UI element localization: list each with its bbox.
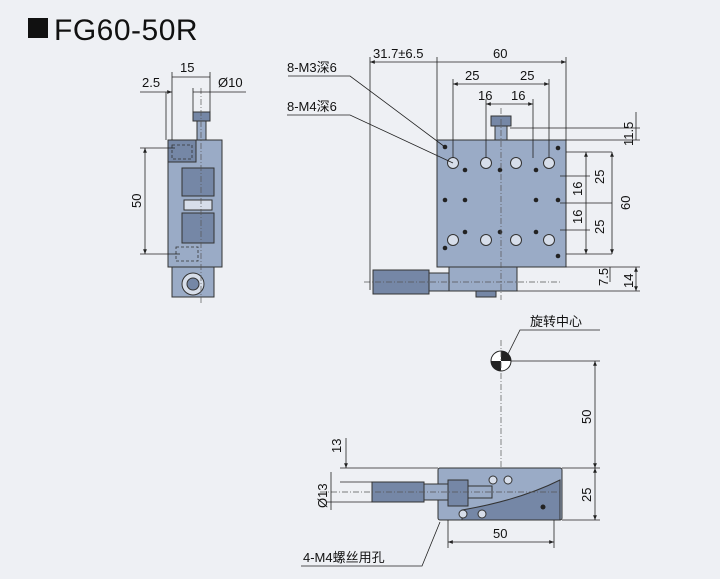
front-dim-50-vert: 50 — [579, 410, 594, 424]
front-view: 旋转中心 50 25 — [301, 314, 600, 567]
left-upper-block — [167, 139, 197, 163]
top-dim-14: 14 — [621, 274, 636, 288]
rotation-center-leader — [507, 329, 600, 355]
top-dim-11-5: 11.5 — [621, 122, 636, 146]
left-knob-shaft — [196, 120, 207, 141]
left-dim-2-5: 2.5 — [142, 75, 160, 90]
left-slot-upper — [181, 167, 215, 197]
top-leader-m4 — [287, 114, 454, 164]
title-square-icon — [28, 18, 48, 38]
left-dim-d10: Ø10 — [218, 75, 243, 90]
top-dim-25-r2: 25 — [592, 220, 607, 234]
title-text: FG60-50R — [54, 14, 199, 47]
left-knob-head — [192, 111, 211, 122]
product-title: FG60-50R — [28, 14, 198, 48]
front-dim-13: 13 — [329, 439, 344, 453]
front-dim-d13: Ø13 — [315, 483, 330, 508]
front-arc-guide — [461, 479, 561, 521]
top-dim-16-r2: 16 — [570, 210, 585, 224]
left-micrometer-core — [186, 277, 200, 291]
top-dim-25-r1: 25 — [592, 170, 607, 184]
front-screw-leader — [301, 521, 441, 567]
top-label-m4: 8-M4深6 — [287, 99, 337, 114]
rotation-center-label: 旋转中心 — [530, 314, 582, 329]
top-dim-25-b: 25 — [520, 68, 534, 83]
left-side-view: 15 2.5 Ø10 50 — [129, 60, 246, 304]
top-label-m3: 8-M3深6 — [287, 60, 337, 75]
front-screw-label: 4-M4螺丝用孔 — [303, 550, 385, 565]
top-view: 31.7±6.5 60 25 25 16 16 8-M3深6 8-M4深6 — [287, 46, 640, 300]
top-leader-m3 — [288, 75, 446, 148]
top-dim-25-a: 25 — [465, 68, 479, 83]
top-dim-60: 60 — [493, 46, 507, 61]
front-dim-50-horiz: 50 — [493, 526, 507, 541]
front-dim-25: 25 — [579, 488, 594, 502]
top-dim-7-5: 7.5 — [596, 268, 611, 286]
top-dim-16-b: 16 — [511, 88, 525, 103]
top-micrometer-housing — [448, 266, 518, 292]
front-screw-holes — [458, 475, 546, 519]
top-dim-16-a: 16 — [478, 88, 492, 103]
top-micrometer-clamp — [475, 290, 497, 298]
left-dim-15: 15 — [180, 60, 194, 75]
top-dim-60-right: 60 — [618, 196, 633, 210]
left-slot-lower — [181, 212, 215, 244]
rotation-center-icon — [490, 350, 512, 372]
left-slot-mid — [183, 199, 213, 211]
top-dim-31-7: 31.7±6.5 — [373, 46, 424, 61]
top-dim-16-r1: 16 — [570, 182, 585, 196]
left-hidden-upper — [171, 144, 193, 160]
front-micrometer-clamp — [447, 479, 469, 507]
left-dim-50: 50 — [129, 194, 144, 208]
